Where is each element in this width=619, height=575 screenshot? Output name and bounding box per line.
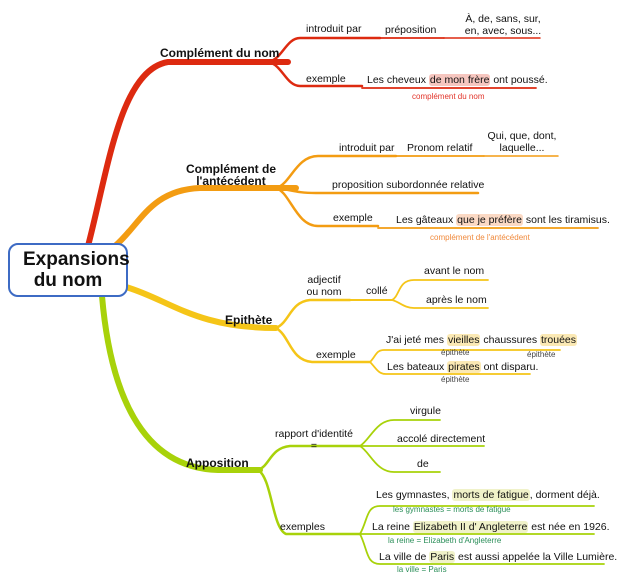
note-apposition-2: la reine = Elizabeth d'Angleterre bbox=[388, 536, 502, 545]
adjectif-line-1: adjectif bbox=[307, 274, 341, 286]
highlight-apposition-2: Elizabeth II d' Angleterre bbox=[412, 521, 529, 533]
root-label: Expansions du nom bbox=[23, 249, 130, 291]
example-text: sont les tiramisus. bbox=[522, 214, 610, 226]
note-complement-antecedent: complément de l'antécédent bbox=[430, 233, 530, 242]
branch-apres bbox=[391, 299, 489, 309]
branch-subordonnee bbox=[274, 186, 480, 195]
note-apposition-3: la ville = Paris bbox=[397, 565, 447, 574]
branch-root-complement-du-nom bbox=[85, 59, 291, 249]
apres-le-nom-label: après le nom bbox=[426, 294, 487, 306]
rapport-line-2: = bbox=[310, 440, 318, 452]
subordonnee-label: proposition subordonnée relative bbox=[332, 179, 485, 191]
introduit-par-label: introduit par bbox=[306, 23, 362, 35]
exemples-label: exemples bbox=[280, 521, 325, 533]
branch-root-epithete bbox=[123, 284, 279, 331]
branch-ex2-yellow bbox=[369, 361, 531, 375]
example-text: est née en 1926. bbox=[528, 521, 610, 533]
exemple-label-orange: exemple bbox=[333, 212, 373, 224]
exemple-label-red: exemple bbox=[306, 73, 346, 85]
preposition-list: À, de, sans, sur, en, avec, sous... bbox=[458, 13, 548, 37]
rapport-line-1: rapport d'identité bbox=[275, 428, 353, 440]
complement-antecedent-title: Complément de l'antécédent bbox=[176, 163, 286, 187]
branch-exemples bbox=[256, 468, 362, 536]
branch-adjectif bbox=[274, 298, 352, 330]
prep-list-line-2: en, avec, sous... bbox=[464, 25, 542, 37]
rapport-identite-label: rapport d'identité = bbox=[266, 428, 362, 452]
note-epithete-3: épithète bbox=[441, 375, 470, 384]
example-text: Les gâteaux bbox=[396, 214, 457, 226]
example-text: , dorment déjà. bbox=[529, 489, 600, 501]
example-sentence-yellow-2: Les bateaux pirates ont disparu. bbox=[387, 361, 538, 373]
example-sentence-orange: Les gâteaux que je préfère sont les tira… bbox=[396, 214, 610, 226]
branch-root-antecedent bbox=[112, 185, 299, 249]
introduit-par-label-2: introduit par bbox=[339, 142, 395, 154]
example-text: ont poussé. bbox=[490, 74, 548, 86]
adjectif-ou-nom-label: adjectif ou nom bbox=[300, 274, 348, 298]
example-text: Les bateaux bbox=[387, 361, 448, 373]
highlight-apposition-1: morts de fatigue bbox=[452, 489, 530, 501]
title-line-2: l'antécédent bbox=[196, 174, 266, 188]
accole-directement-label: accolé directement bbox=[397, 433, 486, 445]
pron-list-line-2: laquelle... bbox=[499, 142, 545, 154]
exemple-label-yellow: exemple bbox=[316, 349, 356, 361]
example-sentence-green-1: Les gymnastes, morts de fatigue, dorment… bbox=[376, 489, 600, 501]
highlight-apposition-3: Paris bbox=[429, 551, 456, 563]
adjectif-line-2: ou nom bbox=[306, 286, 342, 298]
example-sentence-red: Les cheveux de mon frère ont poussé. bbox=[367, 74, 548, 86]
example-text: ont disparu. bbox=[480, 361, 539, 373]
highlight-epithete-2: trouées bbox=[540, 334, 578, 346]
example-text: est aussi appelée la Ville Lumière. bbox=[455, 551, 618, 563]
example-text: chaussures bbox=[480, 334, 540, 346]
complement-du-nom-title: Complément du nom bbox=[160, 46, 280, 60]
example-text: Les cheveux bbox=[367, 74, 429, 86]
highlight-epithete-3: pirates bbox=[447, 361, 481, 373]
highlight-epithete-1: vieilles bbox=[446, 334, 481, 346]
note-complement-du-nom: complément du nom bbox=[412, 92, 485, 101]
title-line-1: Complément de bbox=[185, 162, 276, 176]
branch-exemple-orange bbox=[274, 186, 380, 228]
example-text: La ville de bbox=[379, 551, 430, 563]
branch-avant bbox=[391, 279, 489, 301]
branch-virgule bbox=[359, 419, 441, 447]
branch-exemple-red bbox=[266, 60, 364, 88]
highlight-antecedent: que je préfère bbox=[456, 214, 523, 226]
branch-ex1-green bbox=[359, 505, 595, 535]
avant-le-nom-label: avant le nom bbox=[424, 265, 485, 277]
example-text: Les gymnastes, bbox=[376, 489, 453, 501]
example-sentence-yellow-1: J'ai jeté mes vieilles chaussures trouée… bbox=[386, 334, 578, 346]
apposition-title: Apposition bbox=[186, 456, 249, 470]
branch-exemple-yellow bbox=[274, 326, 372, 364]
de-label: de bbox=[417, 458, 429, 470]
example-sentence-green-3: La ville de Paris est aussi appelée la V… bbox=[379, 551, 617, 563]
root-node: Expansions du nom bbox=[8, 243, 130, 297]
virgule-label: virgule bbox=[410, 405, 441, 417]
note-epithete-1: épithète bbox=[441, 348, 470, 357]
pron-list-line-1: Qui, que, dont, bbox=[487, 130, 557, 142]
preposition-label: préposition bbox=[385, 24, 437, 36]
example-text: J'ai jeté mes bbox=[386, 334, 447, 346]
note-epithete-2: épithète bbox=[527, 350, 556, 359]
highlight-complement-du-nom: de mon frère bbox=[428, 74, 491, 86]
branch-root-apposition bbox=[99, 293, 263, 473]
note-apposition-1: les gymnastes = morts de fatigue bbox=[393, 505, 511, 514]
branch-ex3-green bbox=[359, 533, 605, 565]
epithete-title: Epithète bbox=[225, 313, 273, 327]
example-sentence-green-2: La reine Elizabeth II d' Angleterre est … bbox=[372, 521, 610, 533]
branch-rapport bbox=[256, 444, 362, 472]
colle-label: collé bbox=[366, 285, 388, 297]
branch-de bbox=[359, 445, 441, 473]
pronom-relatif-label: Pronom relatif bbox=[407, 142, 473, 154]
pronom-list: Qui, que, dont, laquelle... bbox=[476, 130, 568, 154]
branch-introduit-par-2 bbox=[274, 154, 398, 190]
example-text: La reine bbox=[372, 521, 413, 533]
branch-introduit-par bbox=[266, 36, 382, 64]
prep-list-line-1: À, de, sans, sur, bbox=[465, 13, 541, 25]
branch-ex1-yellow bbox=[369, 349, 561, 363]
